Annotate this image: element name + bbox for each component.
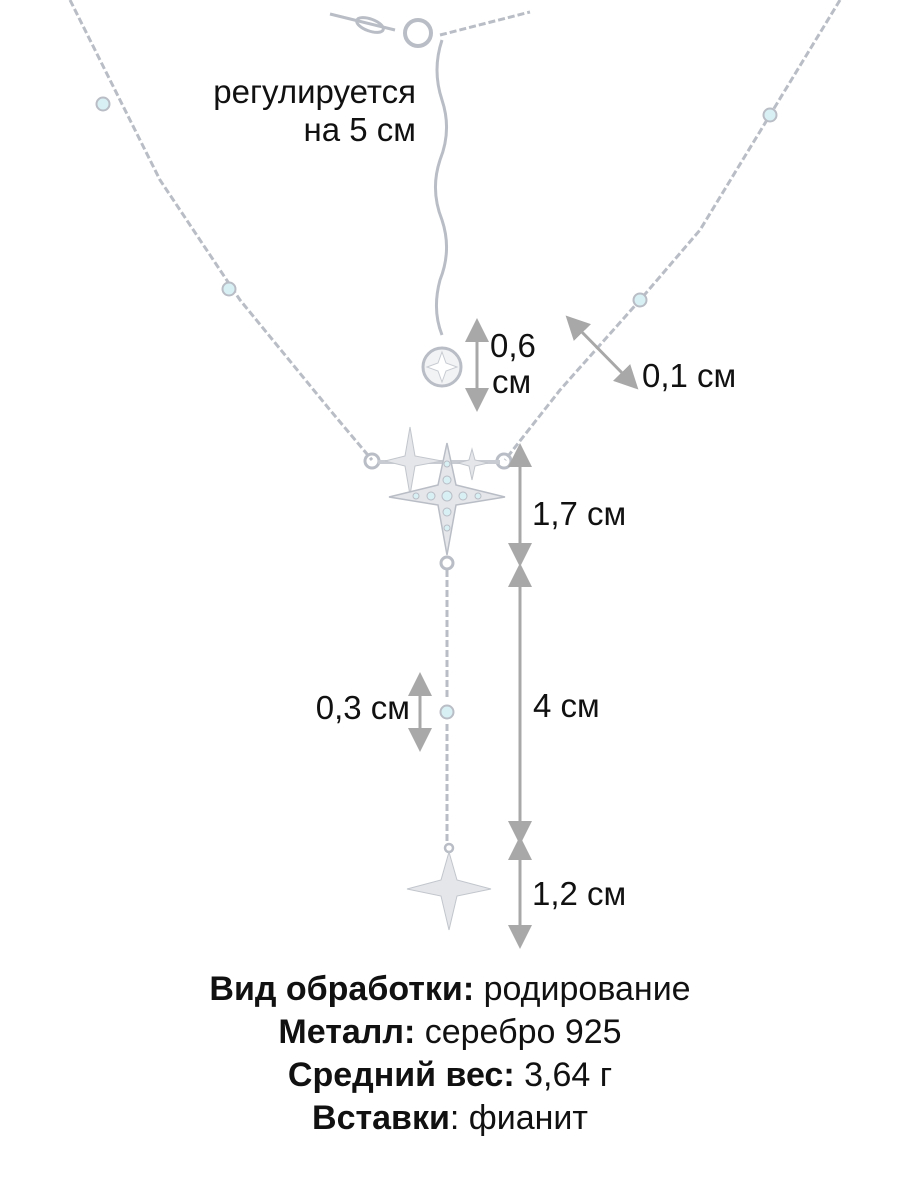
spec-key: Вид обработки: (209, 970, 475, 1008)
drop-length-label: 4 см (533, 687, 600, 724)
end-star-label: 1,2 см (532, 875, 627, 912)
spec-key: Средний вес: (287, 1056, 515, 1094)
extender-chain (421, 39, 463, 388)
stone-station-icon (95, 96, 111, 112)
stone-station-icon (439, 704, 455, 720)
clasp (329, 10, 531, 48)
necklace-illustration (68, 0, 842, 949)
chain-width-arrow (565, 315, 639, 390)
adjustable-label-line2: на 5 см (303, 111, 416, 148)
spec-finish: Вид обработки: родирование (0, 968, 900, 1011)
chain-width-label: 0,1 см (642, 357, 737, 394)
end-star-pendant (406, 850, 492, 931)
charm-size-label-line2: см (492, 363, 532, 400)
drop-chain (439, 570, 455, 854)
center-pendant-label: 1,7 см (532, 495, 627, 532)
stone-station-icon (632, 292, 648, 308)
spec-value: родирование (474, 970, 691, 1008)
spec-value: : фианит (449, 1099, 588, 1137)
spring-ring-icon (403, 18, 433, 48)
stone-station-icon (762, 107, 778, 123)
product-specs: Вид обработки: родирование Металл: сереб… (0, 968, 900, 1140)
spec-key: Вставки (312, 1099, 450, 1137)
left-chain (68, 0, 374, 461)
adjustable-label-line1: регулируется (213, 73, 416, 110)
spec-inserts: Вставки: фианит (0, 1097, 900, 1140)
spec-value: 3,64 г (514, 1056, 613, 1094)
stone-station-icon (221, 281, 237, 297)
dimension-arrows (408, 315, 639, 949)
charm-size-label-line1: 0,6 (490, 327, 536, 364)
spec-weight: Средний вес: 3,64 г (0, 1054, 900, 1097)
right-chain (503, 0, 842, 461)
spec-value: серебро 925 (415, 1013, 622, 1051)
spec-key: Металл: (278, 1013, 416, 1051)
stone-size-label: 0,3 см (315, 689, 410, 726)
spec-metal: Металл: серебро 925 (0, 1011, 900, 1054)
center-star-pendant (363, 426, 513, 571)
